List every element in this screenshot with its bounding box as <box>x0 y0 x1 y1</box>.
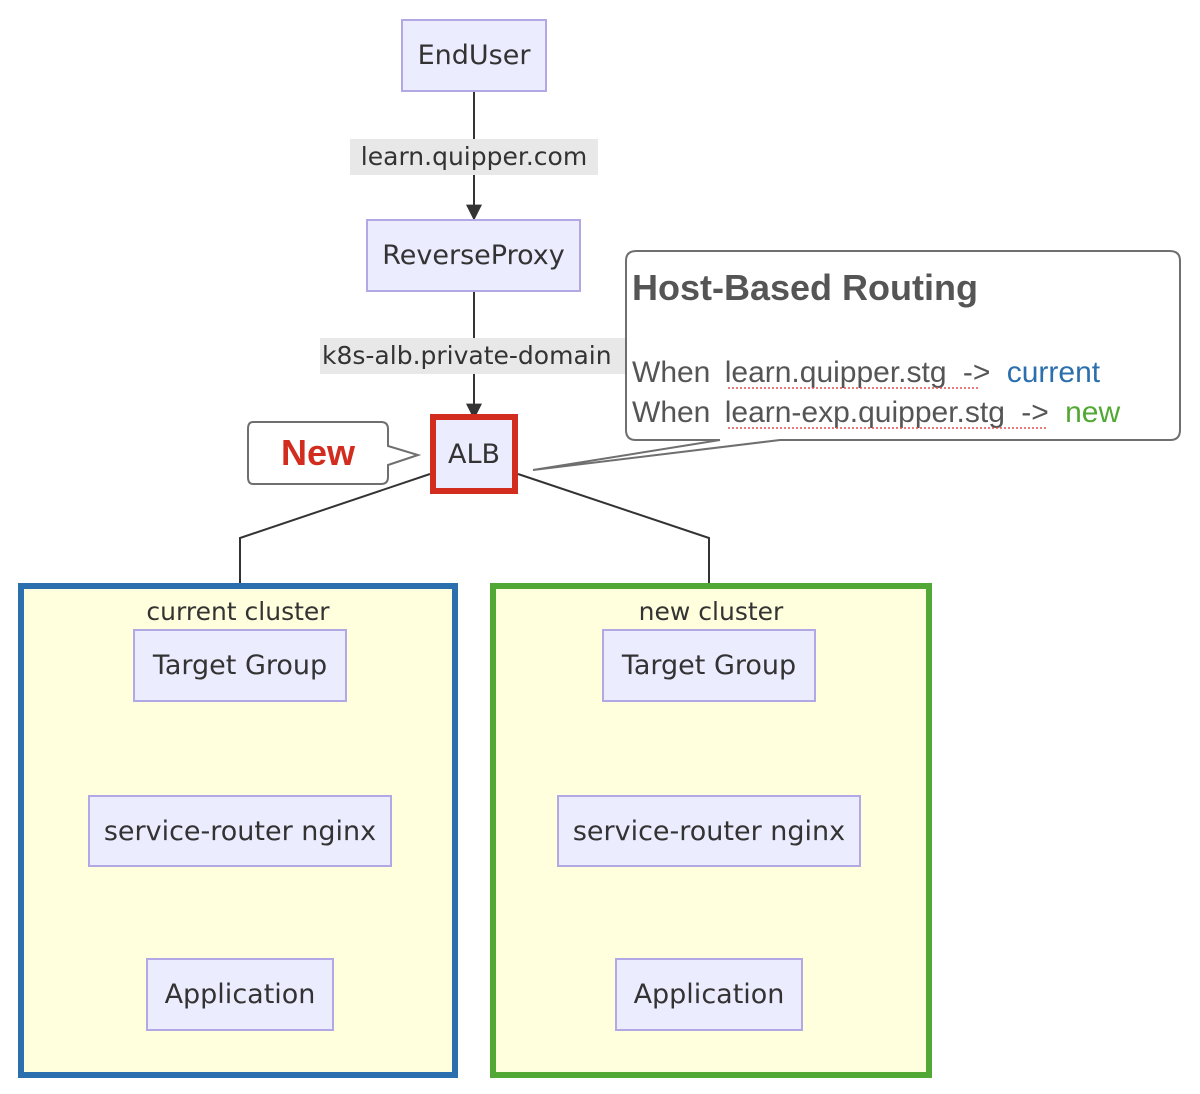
current-application-node[interactable]: Application <box>146 958 334 1031</box>
new-service-router-node[interactable]: service-router nginx <box>557 795 861 867</box>
alb-highlight-frame <box>430 414 518 494</box>
rule1-prefix: When <box>632 356 710 389</box>
new-application-node[interactable]: Application <box>615 958 803 1031</box>
rule2-arrow: -> <box>1021 396 1049 429</box>
rule1-target: current <box>1007 356 1101 389</box>
enduser-to-proxy-label: learn.quipper.com <box>350 139 598 175</box>
new-target-group-node[interactable]: Target Group <box>602 629 816 702</box>
reverse-proxy-node[interactable]: ReverseProxy <box>366 219 581 292</box>
routing-rule-2: When learn-exp.quipper.stg -> new <box>632 396 1120 429</box>
proxy-to-alb-label: k8s-alb.private-domain <box>320 338 626 374</box>
new-cluster-title: new cluster <box>638 597 784 626</box>
new-badge-callout <box>247 421 422 485</box>
routing-rule-1: When learn.quipper.stg -> current <box>632 356 1101 389</box>
enduser-node[interactable]: EndUser <box>401 19 547 92</box>
rule2-prefix: When <box>632 396 710 429</box>
current-service-router-node[interactable]: service-router nginx <box>88 795 392 867</box>
rule1-host: learn.quipper.stg <box>725 356 947 389</box>
rule2-target: new <box>1065 396 1120 429</box>
current-cluster-title: current cluster <box>146 597 330 626</box>
new-badge-text: New <box>281 432 356 473</box>
routing-title: Host-Based Routing <box>632 267 978 308</box>
rule2-host: learn-exp.quipper.stg <box>725 396 1005 429</box>
current-target-group-node[interactable]: Target Group <box>133 629 347 702</box>
routing-callout <box>532 250 1181 471</box>
rule1-arrow: -> <box>963 356 991 389</box>
